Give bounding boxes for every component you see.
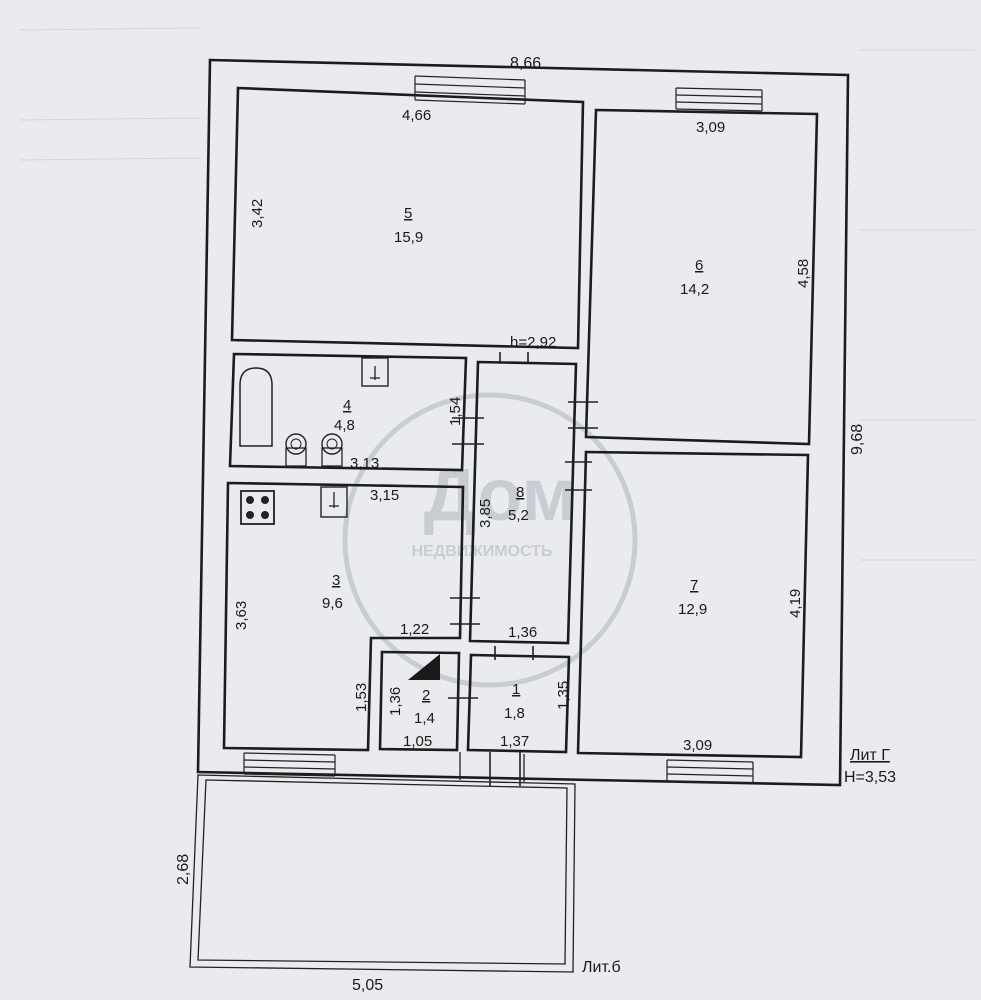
window-room-5 <box>414 75 526 105</box>
room-6-number: 6 <box>695 257 703 274</box>
bidet-icon <box>321 433 343 467</box>
porch-inner <box>197 779 568 965</box>
bathtub-icon <box>239 367 273 447</box>
watermark-main: Дом <box>424 453 577 536</box>
room-8-width: 1,36 <box>508 624 537 641</box>
ceiling-height-label: h=2,92 <box>510 334 556 351</box>
room-3-depth: 3,63 <box>233 601 250 630</box>
room-5-number: 5 <box>404 205 412 222</box>
stove-icon <box>240 490 275 525</box>
window-room-3 <box>243 752 336 777</box>
porch-outline <box>189 774 576 973</box>
room-2-outline <box>378 650 461 752</box>
room-7-outline <box>576 450 810 759</box>
window-room-7 <box>666 759 754 784</box>
room-7-number: 7 <box>690 577 698 594</box>
toilet-icon <box>285 433 307 467</box>
lit-b-label: Лит.б <box>582 959 621 976</box>
room-8-area: 5,2 <box>508 507 529 524</box>
room-1-number: 1 <box>512 681 520 698</box>
room-1-depth: 1,35 <box>555 681 572 710</box>
room-5-depth: 3,42 <box>249 199 266 228</box>
porch-width-label: 5,05 <box>352 977 383 994</box>
room-1-width: 1,37 <box>500 733 529 750</box>
outer-width-label: 8,66 <box>510 55 541 72</box>
kitchen-sink-icon <box>320 486 348 518</box>
room-3-number: 3 <box>332 572 340 589</box>
outer-wall <box>196 58 850 787</box>
door-marks <box>448 352 598 786</box>
room-7-depth: 4,19 <box>787 589 804 618</box>
room-6-outline <box>584 108 819 446</box>
window-room-6 <box>675 87 763 112</box>
watermark-sub: НЕДВИЖИМОСТЬ <box>412 543 553 560</box>
room-2-area: 1,4 <box>414 710 435 727</box>
bathroom-sink-icon <box>361 357 389 387</box>
room-1-outline <box>466 653 571 754</box>
room-5-width: 4,66 <box>402 107 431 124</box>
lit-g-height: H=3,53 <box>844 769 896 786</box>
room-8-depth: 3,85 <box>477 499 494 528</box>
porch-depth-label: 2,68 <box>175 854 192 885</box>
room-5-outline <box>230 86 585 350</box>
room-8-outline <box>468 360 578 645</box>
room-4-number: 4 <box>343 397 351 414</box>
room-2-number: 2 <box>422 687 430 704</box>
room-4-area: 4,8 <box>334 417 355 434</box>
room-3-inner-width: 1,22 <box>400 621 429 638</box>
room-3-area: 9,6 <box>322 595 343 612</box>
room-1-area: 1,8 <box>504 705 525 722</box>
watermark: Дом НЕДВИЖИМОСТЬ <box>342 392 638 688</box>
room-5-area: 15,9 <box>394 229 423 246</box>
room-7-width: 3,09 <box>683 737 712 754</box>
room-7-area: 12,9 <box>678 601 707 618</box>
room-6-depth: 4,58 <box>795 259 812 288</box>
room-6-width: 3,09 <box>696 119 725 136</box>
background-texture <box>19 27 975 561</box>
room-4-outline <box>228 352 468 472</box>
room-3-outline <box>222 481 465 752</box>
room-6-area: 14,2 <box>680 281 709 298</box>
room-8-number: 8 <box>516 484 524 501</box>
room-4-width: 3,13 <box>350 455 379 472</box>
room-2-depth: 1,36 <box>387 687 404 716</box>
room-3-inner-depth: 1,53 <box>353 683 370 712</box>
outer-depth-label: 9,68 <box>849 424 866 455</box>
room-3-width: 3,15 <box>370 487 399 504</box>
lit-g-label: Лит Г <box>850 747 890 764</box>
room-4-depth: 1,54 <box>447 397 464 426</box>
room-2-width: 1,05 <box>403 733 432 750</box>
stairs-icon <box>408 654 440 680</box>
entrance-passage <box>459 752 525 782</box>
